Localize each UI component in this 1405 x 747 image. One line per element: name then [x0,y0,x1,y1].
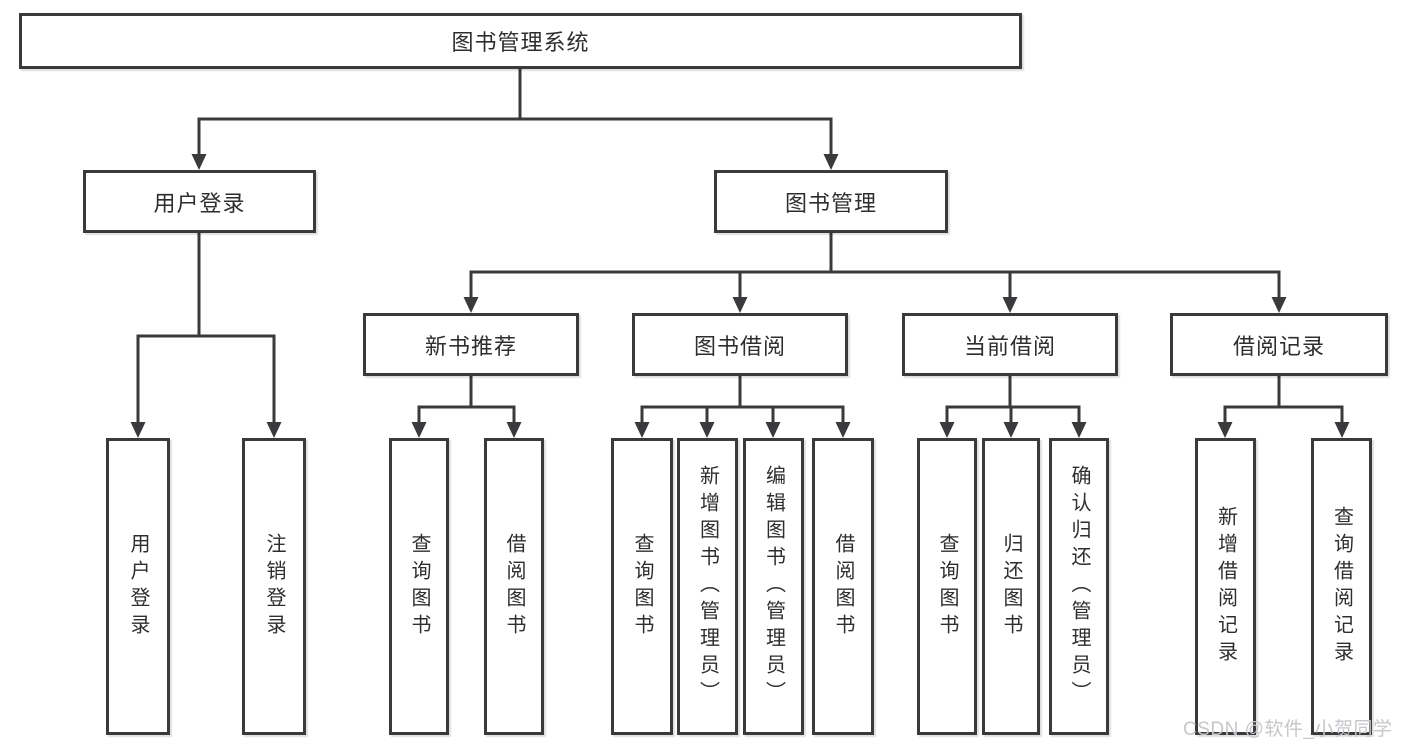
node-query-book-2: 查询图书 [611,438,673,735]
node-new-book-recommend: 新书推荐 [363,313,579,376]
node-query-book-3: 查询图书 [917,438,977,735]
node-logout-action: 注销登录 [242,438,306,735]
node-borrow-book-2: 借阅图书 [812,438,874,735]
node-query-book-1: 查询图书 [389,438,449,735]
node-return-book: 归还图书 [982,438,1040,735]
node-book-management: 图书管理 [714,170,948,233]
node-query-borrow-record: 查询借阅记录 [1311,438,1372,735]
watermark: CSDN @软件_小贺同学 [1183,719,1393,740]
node-edit-book-admin: 编辑图书（管理员） [743,438,804,735]
node-borrowing-records: 借阅记录 [1170,313,1388,376]
node-user-login-action: 用户登录 [106,438,170,735]
node-current-borrowing: 当前借阅 [902,313,1118,376]
node-borrow-book-1: 借阅图书 [484,438,544,735]
node-add-borrow-record: 新增借阅记录 [1195,438,1256,735]
node-root: 图书管理系统 [19,13,1022,69]
node-book-borrowing: 图书借阅 [632,313,848,376]
node-confirm-return-admin: 确认归还（管理员） [1049,438,1109,735]
node-user-login: 用户登录 [83,170,316,233]
node-add-book-admin: 新增图书（管理员） [677,438,738,735]
